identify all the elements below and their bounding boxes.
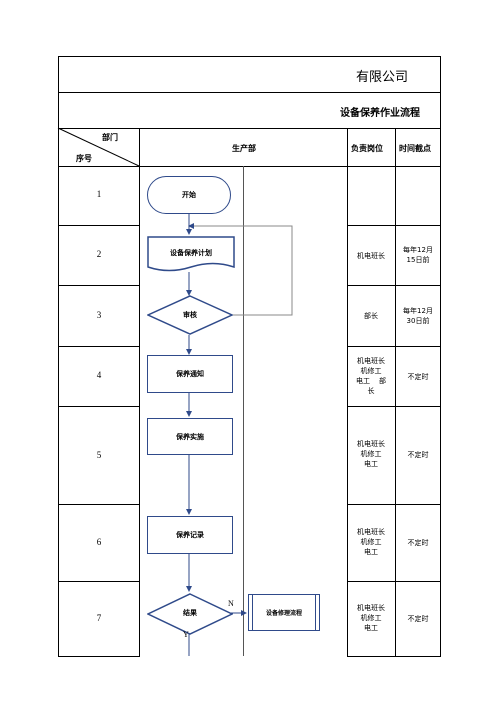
row-sep (58, 285, 140, 286)
lane-divider (243, 166, 244, 656)
implement-node: 保养实施 (147, 418, 233, 455)
col-line-position (347, 128, 348, 656)
row-time: 不定时 (407, 539, 429, 547)
branch-label-y: Y (183, 630, 189, 639)
review-label: 审核 (183, 311, 197, 319)
plan-label: 设备保养计划 (170, 249, 212, 257)
row-time: 不定时 (407, 451, 429, 459)
row-sep (58, 346, 140, 347)
record-label: 保养记录 (176, 531, 204, 539)
header-dept-label: 部门 (102, 133, 118, 142)
implement-label: 保养实施 (176, 432, 204, 441)
header-seq-label: 序号 (76, 154, 92, 163)
line-under-title (58, 128, 441, 129)
row-seq: 3 (96, 310, 102, 320)
document-title: 设备保养作业流程 (340, 108, 420, 119)
row-seq: 7 (96, 613, 102, 623)
col-line-time (395, 128, 396, 656)
row-sep (347, 504, 441, 505)
row-position: 机电班长 机修工 电工 (357, 528, 385, 556)
row-sep (347, 406, 441, 407)
frame-top (58, 56, 441, 57)
frame-left (58, 56, 59, 656)
repair-inner-left-bar (252, 595, 253, 630)
row-sep (347, 346, 441, 347)
row-sep (347, 581, 441, 582)
frame-bottom (347, 656, 441, 657)
start-label: 开始 (182, 191, 196, 199)
review-node: 审核 (147, 295, 233, 335)
plan-node: 设备保养计划 (147, 236, 235, 274)
row-time: 每年12月 30日前 (403, 307, 433, 325)
row-sep (58, 581, 140, 582)
line-under-company (58, 92, 441, 93)
row-sep (58, 406, 140, 407)
company-name: 有限公司 (356, 70, 409, 85)
row-seq: 6 (96, 537, 102, 547)
start-node: 开始 (147, 176, 231, 214)
frame-bottom (58, 656, 140, 657)
result-node: 结果 (147, 593, 233, 635)
branch-label-n: N (228, 599, 234, 608)
notice-node: 保养通知 (147, 355, 233, 393)
frame-right (440, 56, 441, 656)
document-shape (147, 236, 235, 272)
col-line-seq (139, 128, 140, 656)
header-time-label: 时间截点 (399, 144, 431, 153)
row-position: 部长 (364, 312, 378, 320)
row-position: 机电班长 (357, 252, 385, 260)
row-time: 不定时 (407, 615, 429, 623)
repair-process-node: 设备修理流程 (248, 594, 320, 631)
notice-label: 保养通知 (176, 370, 204, 378)
row-position: 机电班长 机修工 电工 (357, 440, 385, 468)
row-time: 不定时 (407, 373, 429, 381)
line-under-header (58, 166, 441, 167)
diamond-shape (147, 593, 233, 635)
row-position: 机电班长 机修工 电工 部 长 (356, 357, 386, 395)
row-seq: 2 (96, 249, 102, 259)
row-sep (58, 504, 140, 505)
record-node: 保养记录 (147, 516, 233, 554)
repair-inner-right-bar (315, 595, 316, 630)
row-sep (347, 285, 441, 286)
row-seq: 4 (96, 370, 102, 380)
repair-label: 设备修理流程 (265, 610, 302, 617)
diamond-shape (147, 295, 233, 335)
row-time: 每年12月 15日前 (403, 246, 433, 264)
row-seq: 1 (96, 189, 102, 199)
result-label: 结果 (183, 609, 197, 617)
row-position: 机电班长 机修工 电工 (357, 604, 385, 632)
header-position-label: 负责岗位 (351, 144, 383, 153)
row-seq: 5 (96, 450, 102, 460)
row-sep (58, 225, 140, 226)
header-lane-name: 生产部 (232, 144, 256, 153)
row-sep (347, 225, 441, 226)
